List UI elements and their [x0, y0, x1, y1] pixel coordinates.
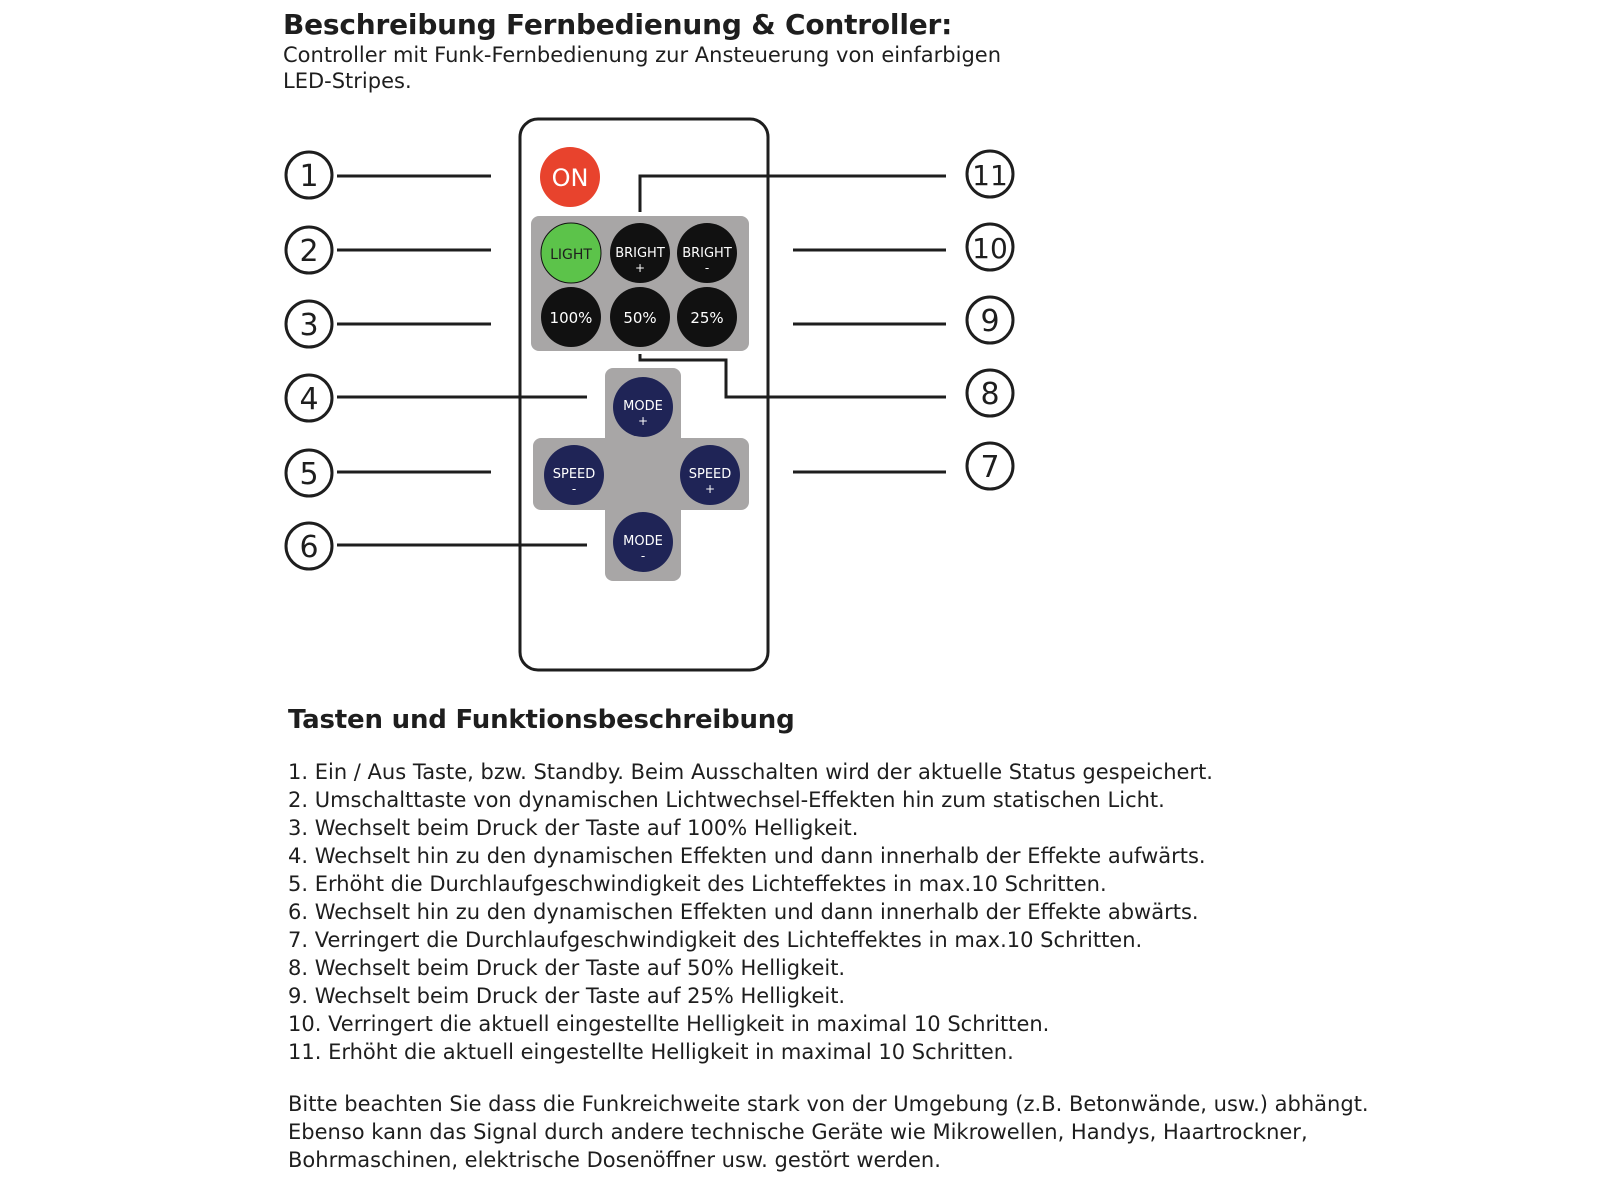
brightness-100-label: 100%: [550, 309, 593, 327]
page-subtitle: Controller mit Funk-Fernbedienung zur An…: [283, 43, 1001, 93]
speed-minus-button[interactable]: [544, 445, 604, 505]
callout-9-label: 9: [980, 304, 999, 339]
list-item: 2. Umschalttaste von dynamischen Lichtwe…: [288, 788, 1165, 812]
leader-line-11: [638, 174, 946, 212]
callout-6-label: 6: [299, 530, 318, 565]
mode-minus-label: MODE: [623, 534, 663, 549]
bright-plus-sign: +: [635, 261, 645, 275]
list-item: 8. Wechselt beim Druck der Taste auf 50%…: [288, 956, 846, 980]
speed-plus-sign: +: [705, 482, 715, 496]
leader-lines-left: [337, 174, 587, 547]
callout-6: [284, 521, 334, 571]
brightness-25-label: 25%: [690, 309, 723, 327]
mode-plus-sign: +: [638, 414, 648, 428]
range-note: Bitte beachten Sie dass die Funkreichwei…: [288, 1092, 1369, 1172]
speed-plus-button[interactable]: [680, 445, 740, 505]
function-list: 1. Ein / Aus Taste, bzw. Standby. Beim A…: [288, 758, 1398, 1066]
brightness-25-button[interactable]: [677, 287, 737, 347]
light-button-label: LIGHT: [550, 247, 592, 263]
callout-4-label: 4: [299, 382, 318, 417]
callout-1-label: 1: [299, 159, 318, 194]
light-button[interactable]: [540, 222, 602, 284]
callout-3-label: 3: [299, 308, 318, 343]
page-title: Beschreibung Fernbedienung & Controller:: [283, 8, 953, 41]
section-title: Tasten und Funktionsbeschreibung: [288, 705, 795, 735]
callout-7-label: 7: [980, 450, 999, 485]
mode-plus-label: MODE: [623, 399, 663, 414]
bright-minus-label: BRIGHT: [682, 246, 732, 261]
list-item: 10. Verringert die aktuell eingestellte …: [288, 1012, 1050, 1036]
function-description: Tasten und Funktionsbeschreibung 1. Ein …: [288, 704, 1398, 1174]
callout-5-label: 5: [299, 457, 318, 492]
speed-plus-label: SPEED: [689, 467, 732, 482]
brightness-50-button[interactable]: [610, 287, 670, 347]
speed-minus-sign: -: [572, 482, 576, 496]
callout-8: [965, 368, 1015, 418]
callout-labels-left: 1 2 3 4 5 6: [299, 159, 318, 565]
bright-plus-label: BRIGHT: [615, 246, 665, 261]
leader-line-8: [638, 354, 946, 399]
list-item: 4. Wechselt hin zu den dynamischen Effek…: [288, 844, 1206, 868]
brightness-100-button[interactable]: [541, 287, 601, 347]
bright-minus-sign: -: [705, 261, 709, 275]
callout-5: [284, 448, 334, 498]
callout-labels-right: 11 10 9 8 7: [972, 159, 1008, 485]
list-item: 11. Erhöht die aktuell eingestellte Hell…: [288, 1040, 1014, 1064]
callout-10-label: 10: [972, 232, 1008, 265]
list-item: 5. Erhöht die Durchlaufgeschwindigkeit d…: [288, 872, 1107, 896]
leader-lines-right: [638, 174, 946, 474]
callout-11-label: 11: [972, 159, 1008, 192]
remote-diagram: ON LIGHT BRIGHT + BRIGHT - 100% 50% 25% …: [284, 117, 1015, 672]
callout-10: [965, 222, 1015, 272]
list-item: 9. Wechselt beim Druck der Taste auf 25%…: [288, 984, 846, 1008]
list-item: 6. Wechselt hin zu den dynamischen Effek…: [288, 900, 1199, 924]
mode-minus-button[interactable]: [613, 512, 673, 572]
callout-1: [284, 150, 334, 200]
callout-11: [965, 149, 1015, 199]
list-item: 1. Ein / Aus Taste, bzw. Standby. Beim A…: [288, 760, 1213, 784]
callout-9: [965, 295, 1015, 345]
callouts-left: [284, 150, 334, 571]
bright-plus-button[interactable]: [610, 223, 670, 283]
callout-2-label: 2: [299, 234, 318, 269]
mode-plus-button[interactable]: [613, 377, 673, 437]
list-item: 3. Wechselt beim Druck der Taste auf 100…: [288, 816, 859, 840]
list-item: 7. Verringert die Durchlaufgeschwindigke…: [288, 928, 1143, 952]
header: Beschreibung Fernbedienung & Controller:…: [283, 8, 1003, 94]
callouts-right: [965, 149, 1015, 491]
callout-2: [284, 225, 334, 275]
callout-8-label: 8: [980, 377, 999, 412]
on-button-label: ON: [552, 164, 589, 192]
callout-7: [965, 441, 1015, 491]
callout-3: [284, 299, 334, 349]
callout-4: [284, 373, 334, 423]
bright-minus-button[interactable]: [677, 223, 737, 283]
brightness-50-label: 50%: [623, 309, 656, 327]
mode-minus-sign: -: [641, 549, 645, 563]
speed-minus-label: SPEED: [553, 467, 596, 482]
on-button[interactable]: [540, 147, 600, 207]
